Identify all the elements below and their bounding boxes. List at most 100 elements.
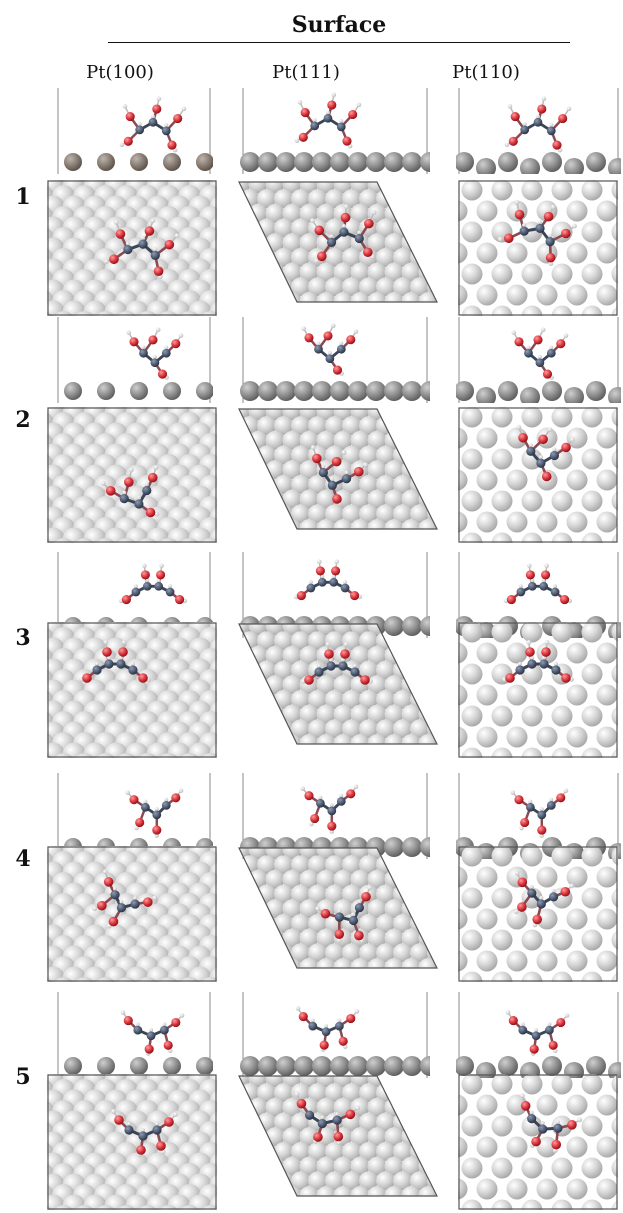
- pt-atom: [384, 928, 404, 948]
- pt-atom: [239, 1127, 251, 1147]
- carbon-atom: [152, 810, 162, 820]
- carbon-atom: [334, 912, 345, 922]
- carbon-atom: [310, 121, 320, 131]
- carbon-atom: [139, 348, 148, 358]
- pt-atom: [435, 489, 437, 509]
- side-view-pt100-row1: [57, 88, 213, 174]
- pt-atom: [163, 153, 181, 171]
- pt-atom: [274, 914, 293, 933]
- oxygen-atom: [324, 649, 334, 659]
- pt-atom: [491, 532, 513, 543]
- pt-atom: [401, 869, 421, 889]
- adsorbate-molecule: [514, 870, 575, 928]
- hydrogen-atom: [541, 578, 546, 583]
- pt-atom: [476, 511, 498, 533]
- pt-atom: [376, 445, 395, 465]
- hydrogen-atom: [337, 908, 342, 914]
- hydrogen-atom: [339, 119, 344, 124]
- pt-atom: [393, 189, 412, 209]
- pt-atom: [401, 1076, 421, 1088]
- pt-atom: [239, 277, 242, 297]
- pt-atom: [521, 929, 543, 951]
- hydrogen-atom: [330, 323, 336, 329]
- hydrogen-atom: [297, 100, 303, 105]
- pt-atom: [461, 1157, 483, 1179]
- pt-atom: [316, 675, 336, 695]
- oxygen-atom: [346, 335, 356, 345]
- side-view-pt111-row5: [240, 992, 430, 1078]
- oxygen-atom: [333, 1131, 344, 1142]
- pt-atom: [239, 262, 251, 282]
- pt-slab: [239, 182, 437, 302]
- hydrogen-atom: [552, 1148, 558, 1154]
- carbon-atom: [536, 899, 546, 909]
- adsorbate-molecule: [294, 1091, 361, 1146]
- pt-atom: [239, 182, 251, 194]
- pt-atom: [564, 1062, 584, 1078]
- unit-cell-outline: [238, 623, 438, 745]
- adsorbate-molecule: [505, 1010, 570, 1056]
- pt-atom: [257, 690, 276, 709]
- pt-atom: [348, 152, 368, 172]
- carbon-atom: [318, 467, 328, 478]
- hydrogen-atom: [339, 793, 344, 798]
- pt-atom: [393, 1171, 412, 1191]
- pt-atom: [97, 153, 115, 171]
- pt-atom: [265, 1186, 285, 1196]
- pt-atom: [581, 263, 603, 285]
- pt-atom: [342, 884, 361, 904]
- hydrogen-atom: [514, 909, 519, 915]
- pt-atom: [476, 284, 498, 306]
- carbon-atom: [519, 226, 529, 236]
- pt-atom: [402, 837, 422, 857]
- pt-atom: [393, 943, 412, 963]
- pt-atom: [410, 855, 429, 875]
- carbon-atom: [116, 659, 126, 669]
- pt-atom: [476, 200, 498, 222]
- oxygen-atom: [537, 825, 547, 835]
- hydrogen-atom: [534, 1028, 539, 1033]
- oxygen-atom: [338, 1036, 348, 1046]
- pt-atom: [611, 533, 618, 543]
- pt-atom: [276, 381, 296, 401]
- pt-atom: [240, 1112, 259, 1132]
- pt-atom: [596, 950, 618, 972]
- pt-atom: [418, 460, 437, 480]
- oxygen-atom: [152, 825, 162, 835]
- pt-atom: [384, 409, 404, 421]
- pt-atom: [265, 624, 285, 636]
- hydrogen-atom: [178, 333, 184, 338]
- pt-atom: [418, 203, 437, 223]
- oxygen-atom: [361, 891, 371, 902]
- oxygen-atom: [156, 1141, 166, 1151]
- pt-atom: [359, 914, 378, 933]
- pt-atom: [596, 200, 618, 222]
- adsorbate-molecule: [92, 869, 158, 929]
- pt-atom: [521, 263, 543, 285]
- pt-atom: [435, 262, 437, 282]
- oxygen-atom: [538, 434, 548, 445]
- top-view-pt100-row3: [47, 622, 217, 758]
- pt-atom: [257, 1142, 276, 1161]
- pt-atom: [611, 706, 618, 726]
- pt-atom: [330, 152, 350, 172]
- hydrogen-atom: [320, 574, 325, 579]
- hydrogen-atom: [134, 825, 139, 831]
- oxygen-atom: [304, 675, 314, 685]
- hydrogen-atom: [154, 1121, 160, 1127]
- pt-atom: [461, 1074, 483, 1095]
- pt-atom: [359, 277, 378, 297]
- pt-atom: [239, 233, 251, 253]
- pt-atom: [257, 416, 276, 436]
- pt-atom: [282, 233, 302, 253]
- carbon-atom: [536, 458, 546, 468]
- hydrogen-atom: [529, 1110, 534, 1115]
- pt-atom: [506, 908, 528, 930]
- pt-atom: [308, 631, 327, 651]
- pt-atom: [476, 726, 498, 748]
- carbon-atom: [341, 474, 352, 484]
- oxygen-atom: [514, 337, 524, 347]
- carbon-atom: [516, 587, 526, 597]
- carbon-atom: [92, 665, 102, 675]
- hydrogen-atom: [549, 123, 554, 128]
